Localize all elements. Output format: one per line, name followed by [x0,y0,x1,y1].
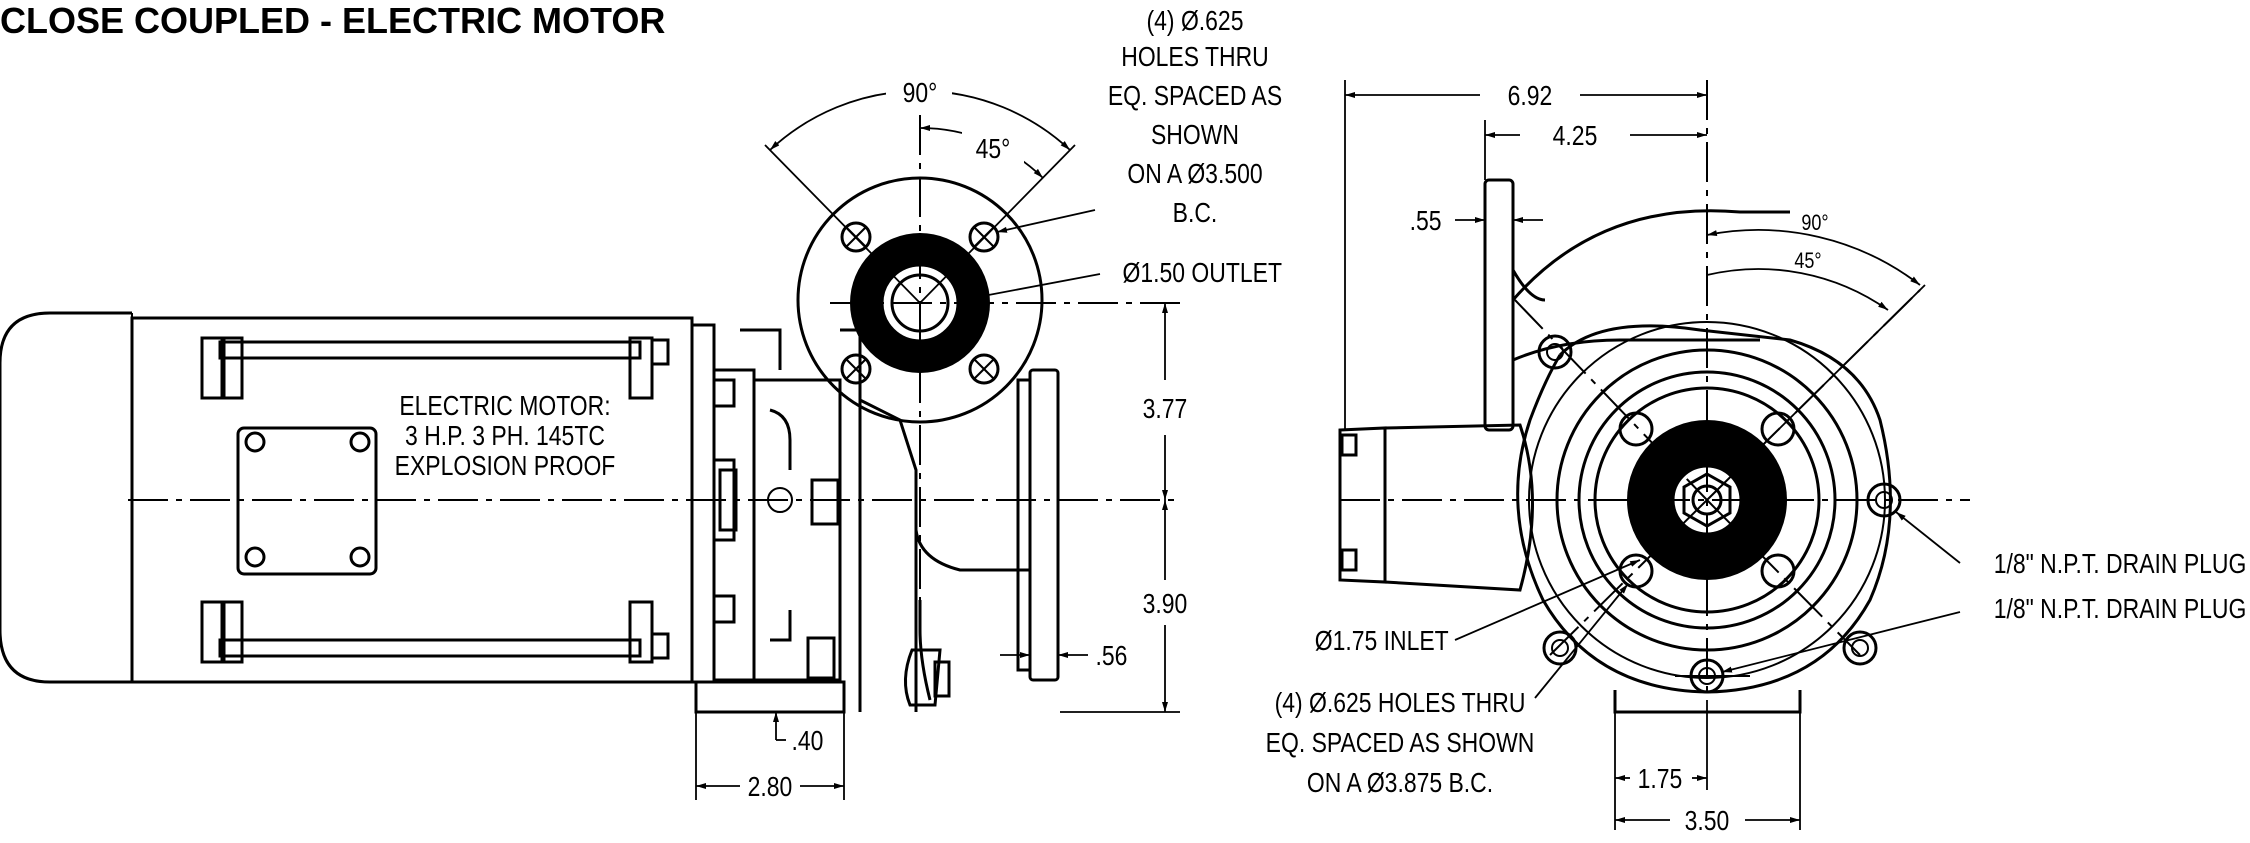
flange-angle-90-label: 90° [903,78,938,109]
dim-lower-height: 3.90 [1143,589,1188,620]
end-angle-90-label: 90° [1801,211,1828,235]
motor-label-line-2: 3 H.P. 3 PH. 145TC [405,421,605,452]
svg-text:(4) Ø.625 HOLES THRU: (4) Ø.625 HOLES THRU [1275,688,1526,719]
flange-angle-45-label: 45° [976,134,1011,165]
motor-label-line-1: ELECTRIC MOTOR: [399,391,610,422]
inlet-bolt-holes [1618,411,1796,589]
side-view: ELECTRIC MOTOR: 3 H.P. 3 PH. 145TC EXPLO… [0,6,1282,803]
pump-casing-side [796,176,1060,712]
drain-plug-upper-label: 1/8" N.P.T. DRAIN PLUG [1994,549,2247,580]
drain-plug-lower-label: 1/8" N.P.T. DRAIN PLUG [1994,594,2247,625]
svg-text:B.C.: B.C. [1173,198,1218,229]
svg-text:ON A Ø3.500: ON A Ø3.500 [1127,159,1262,190]
dim-base-full: 3.50 [1685,806,1730,837]
end-angle-45-label: 45° [1794,249,1821,273]
outlet-holes-note: (4) Ø.625 HOLES THRU EQ. SPACED AS SHOWN… [996,6,1282,233]
inlet-label: Ø1.75 INLET [1315,626,1449,657]
svg-text:(4) Ø.625: (4) Ø.625 [1147,6,1244,37]
svg-text:EQ. SPACED AS: EQ. SPACED AS [1108,81,1282,112]
dim-flange-to-center: 4.25 [1553,121,1598,152]
page-title: CLOSE COUPLED - ELECTRIC MOTOR [0,0,665,41]
dim-base-offset: .40 [792,726,824,757]
svg-text:EQ. SPACED AS SHOWN: EQ. SPACED AS SHOWN [1266,728,1535,759]
electric-motor: ELECTRIC MOTOR: 3 H.P. 3 PH. 145TC EXPLO… [0,311,694,684]
svg-text:ON A Ø3.875 B.C.: ON A Ø3.875 B.C. [1307,768,1493,799]
dim-overall-length: 6.92 [1508,81,1553,112]
dim-base-half: 1.75 [1638,764,1683,795]
outlet-label: Ø1.50 OUTLET [1123,258,1283,289]
end-view: 6.92 4.25 .55 90° 45° 1/8" N.P.T. DRAIN … [1266,80,2247,837]
inlet-holes-note: (4) Ø.625 HOLES THRU EQ. SPACED AS SHOWN… [1266,583,1629,799]
svg-text:HOLES THRU: HOLES THRU [1121,42,1269,73]
motor-adapter [690,323,846,714]
dim-flange-thickness-end: .55 [1410,206,1442,237]
dim-base-width: 2.80 [748,772,793,803]
dim-flange-thickness-side: .56 [1096,641,1128,672]
svg-text:SHOWN: SHOWN [1151,120,1239,151]
motor-label-line-3: EXPLOSION PROOF [395,451,616,482]
dim-upper-height: 3.77 [1143,394,1188,425]
